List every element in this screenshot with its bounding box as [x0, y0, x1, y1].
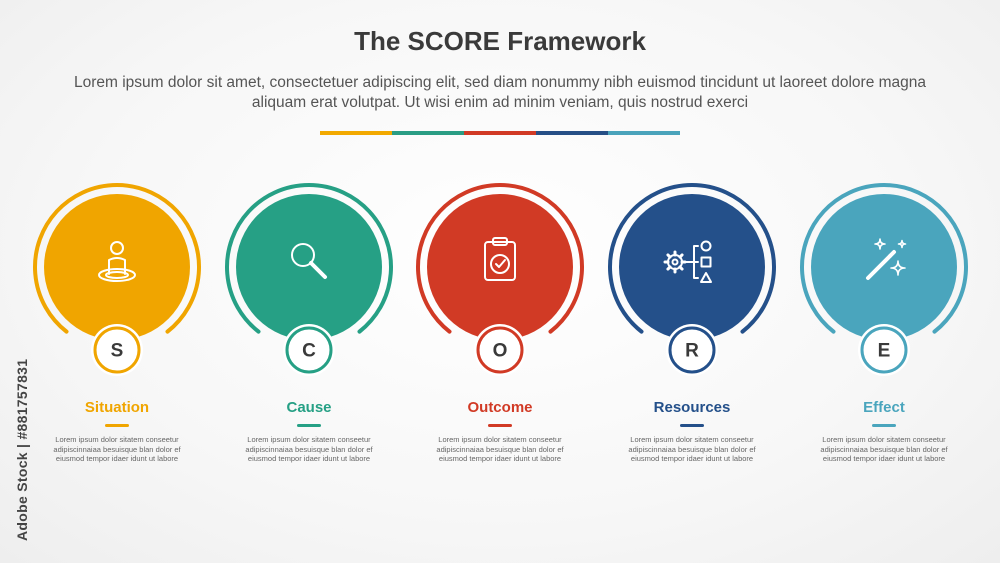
step-outer-ring: [33, 183, 201, 334]
step-letter: E: [878, 341, 891, 362]
step-title: Outcome: [467, 399, 533, 416]
step-title-underline: [297, 424, 321, 427]
color-bar-segment: [608, 131, 680, 135]
step-outer-ring: [416, 183, 584, 334]
step-description: Lorem ipsum dolor sitatem conseetur adip…: [436, 435, 564, 464]
step-description: Lorem ipsum dolor sitatem conseetur adip…: [245, 435, 373, 464]
step-circle: [236, 194, 382, 340]
color-bar-segment: [536, 131, 608, 135]
clipboard-check-icon: [484, 237, 516, 281]
step-badge: [285, 326, 333, 374]
step-letter: C: [302, 341, 316, 362]
color-bar-segment: [464, 131, 536, 135]
step-title-underline: [872, 424, 896, 427]
step-description: Lorem ipsum dolor sitatem conseetur adip…: [820, 435, 948, 464]
step-title: Resources: [653, 399, 731, 416]
step-circle: [619, 194, 765, 340]
person-on-target-icon: [98, 241, 136, 282]
page-title: The SCORE Framework: [354, 26, 646, 56]
color-divider-bar: [320, 131, 680, 135]
step-title: Situation: [84, 399, 150, 416]
step-outcome: O: [416, 183, 584, 376]
step-title-underline: [680, 424, 704, 427]
step-effect: E: [800, 183, 968, 376]
step-outer-ring: [800, 183, 968, 334]
page-subtitle: Lorem ipsum dolor sit amet, consectetuer…: [73, 74, 927, 111]
step-title-underline: [488, 424, 512, 427]
step-outer-ring: [225, 183, 393, 334]
step-badge: [668, 326, 716, 374]
gear-shapes-icon: [663, 240, 712, 283]
step-badge: [476, 326, 524, 374]
step-badge: [93, 326, 141, 374]
step-resources: R: [608, 183, 776, 376]
color-bar-segment: [392, 131, 464, 135]
step-letter: O: [493, 341, 508, 362]
step-letter: R: [685, 341, 699, 362]
magnifier-icon: [291, 243, 327, 279]
color-bar-segment: [320, 131, 392, 135]
step-situation: S: [33, 183, 201, 376]
step-description: Lorem ipsum dolor sitatem conseetur adip…: [628, 435, 756, 464]
step-outer-ring: [608, 183, 776, 334]
step-letter: S: [111, 341, 124, 362]
magic-wand-icon: [866, 238, 907, 280]
stock-watermark: Adobe Stock | #881757831: [14, 358, 30, 541]
step-circle: [811, 194, 957, 340]
step-description: Lorem ipsum dolor sitatem conseetur adip…: [53, 435, 181, 464]
step-cause: C: [225, 183, 393, 376]
step-badge: [860, 326, 908, 374]
step-title-underline: [105, 424, 129, 427]
step-title: Cause: [286, 399, 332, 416]
step-title: Effect: [863, 399, 905, 416]
step-circle: [44, 194, 190, 340]
